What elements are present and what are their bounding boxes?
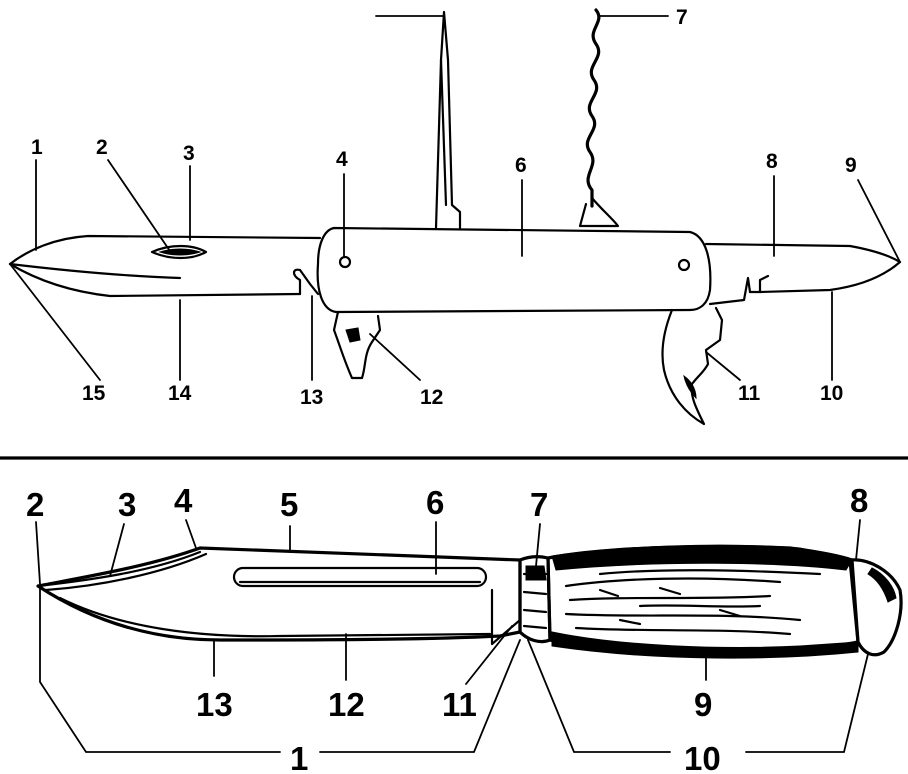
- pk-label-9: 9: [845, 154, 857, 177]
- pk-label-3: 3: [183, 142, 195, 165]
- hk-label-2: 2: [26, 486, 44, 523]
- second-blade: [704, 242, 902, 294]
- hk-label-13: 13: [196, 686, 233, 723]
- pommel: [848, 558, 903, 657]
- hk-label-8: 8: [850, 482, 868, 519]
- hk-label-12: 12: [328, 686, 365, 723]
- hk-label-6: 6: [426, 484, 444, 521]
- pk-label-6: 6: [515, 154, 527, 177]
- hk-label-1: 1: [290, 740, 308, 774]
- hk-label-7: 7: [530, 486, 548, 523]
- fuller-groove: [232, 566, 488, 588]
- pk-label-13: 13: [300, 386, 323, 409]
- pocket-knife-labels: 1 2 3 4 6 7 8 9 10 11 12 13 14 15: [31, 6, 857, 409]
- pk-label-2: 2: [96, 136, 108, 159]
- can-opener-tool: [332, 310, 382, 380]
- rivet-left: [338, 255, 352, 269]
- nail-nick: [150, 244, 208, 260]
- rivet-right: [677, 258, 691, 272]
- awl-tool: [434, 10, 462, 230]
- hk-label-5: 5: [280, 486, 298, 523]
- hk-label-11: 11: [442, 686, 477, 723]
- corkscrew-tool: [585, 8, 601, 208]
- pk-label-15: 15: [82, 382, 106, 405]
- pocket-knife-leaders: [9, 159, 901, 381]
- pk-label-14: 14: [168, 382, 192, 405]
- pk-label-10: 10: [820, 382, 843, 405]
- hk-label-3: 3: [118, 486, 136, 523]
- pk-label-12: 12: [420, 386, 443, 409]
- bottle-opener-tool: [661, 306, 724, 426]
- hunting-knife-leaders: [35, 519, 869, 753]
- hunting-knife-labels: 2 3 4 5 6 7 8 13 12 11 9 1 10: [26, 482, 868, 774]
- pk-label-8: 8: [766, 150, 778, 173]
- pk-label-11: 11: [738, 382, 761, 405]
- hk-label-4: 4: [174, 482, 193, 519]
- hk-label-10: 10: [684, 740, 721, 774]
- pk-label-7: 7: [676, 6, 688, 29]
- hk-label-9: 9: [694, 686, 712, 723]
- pk-label-4: 4: [336, 148, 348, 171]
- pocket-knife-drawing: [8, 8, 902, 426]
- hunting-knife-drawing: [36, 544, 903, 659]
- hunting-blade: [36, 546, 522, 642]
- knife-handle: [316, 226, 712, 314]
- pk-label-1: 1: [31, 136, 43, 159]
